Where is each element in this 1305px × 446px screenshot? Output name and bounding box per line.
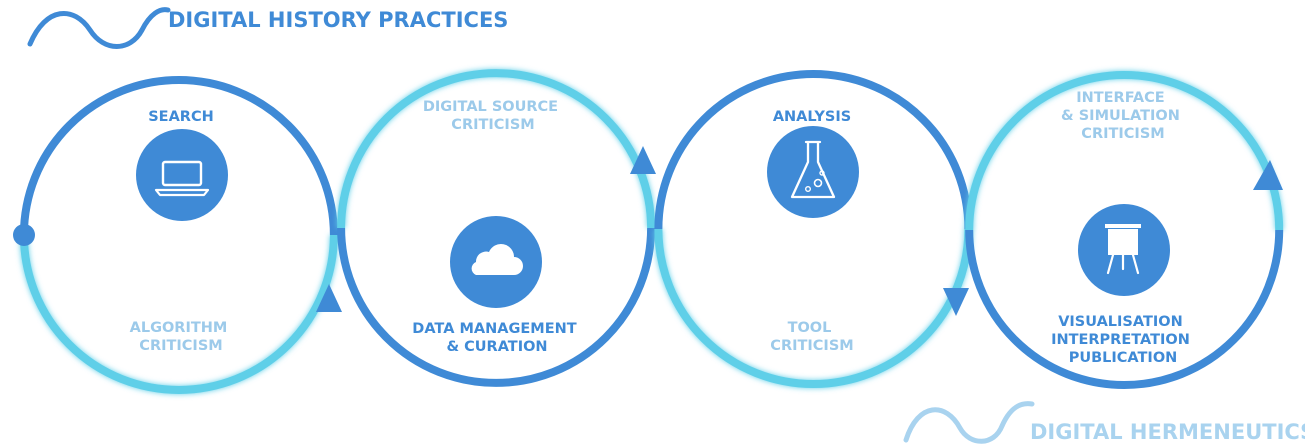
stage-4-practice-label: VISUALISATION INTERPRETATION PUBLICATION <box>1051 314 1195 366</box>
stage-ring-4 <box>965 71 1284 389</box>
flask-icon <box>767 126 859 218</box>
stage-3-practice-label: ANALYSIS <box>773 109 851 125</box>
practice-arc-2 <box>337 227 656 387</box>
flow-arrow-1 <box>316 284 342 312</box>
footer-wave-icon <box>903 401 1035 444</box>
header-title: DIGITAL HISTORY PRACTICES <box>168 8 508 32</box>
laptop-icon <box>136 129 228 221</box>
hermeneutic-arc-1 <box>19 234 338 394</box>
cloud-icon <box>450 216 542 308</box>
header-wave-icon <box>27 7 171 49</box>
stage-2-practice-label: DATA MANAGEMENT & CURATION <box>412 321 581 355</box>
stage-ring-3 <box>654 70 973 388</box>
stage-1-criticism-label: ALGORITHM CRITICISM <box>130 320 233 354</box>
flow-arrow-4 <box>1253 160 1283 190</box>
presentation-board-icon <box>1078 204 1170 296</box>
stage-ring-1 <box>13 76 342 394</box>
practice-arc-1 <box>19 76 338 236</box>
start-dot <box>13 224 35 246</box>
stage-1-practice-label: SEARCH <box>148 109 214 125</box>
stage-ring-2 <box>337 69 656 387</box>
stage-4-criticism-label: INTERFACE & SIMULATION CRITICISM <box>1061 90 1185 142</box>
hermeneutic-arc-4 <box>965 71 1284 231</box>
flow-arrow-3 <box>943 288 969 316</box>
hermeneutic-arc-3 <box>654 228 973 388</box>
flow-arrow-2 <box>630 146 656 174</box>
practice-arc-4 <box>965 229 1284 389</box>
footer-title: DIGITAL HERMENEUTICS <box>1030 420 1305 444</box>
practice-arc-3 <box>654 70 973 230</box>
stage-2-criticism-label: DIGITAL SOURCE CRITICISM <box>423 99 563 133</box>
stage-3-criticism-label: TOOL CRITICISM <box>770 320 853 354</box>
hermeneutic-arc-2 <box>337 69 656 229</box>
